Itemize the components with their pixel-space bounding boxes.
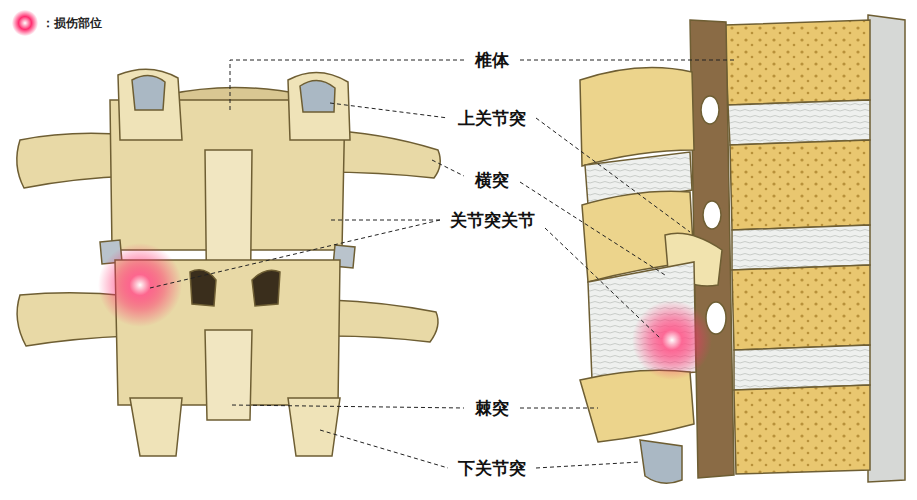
posterior-view [17, 69, 440, 456]
injury-glow [632, 300, 712, 380]
part-label: 棘突 [472, 397, 512, 419]
part-label: 下关节突 [455, 457, 529, 479]
leader-lines [150, 60, 735, 468]
part-label: 椎体 [472, 49, 512, 71]
legend-row: ：损伤部位 [12, 10, 102, 36]
lateral-view [580, 15, 905, 483]
part-label: 上关节突 [455, 107, 529, 129]
injury-glow [98, 243, 182, 327]
part-label: 横突 [472, 169, 512, 191]
legend-text: ：损伤部位 [42, 15, 102, 32]
part-label: 关节突关节 [447, 209, 538, 231]
legend-swatch [12, 10, 38, 36]
